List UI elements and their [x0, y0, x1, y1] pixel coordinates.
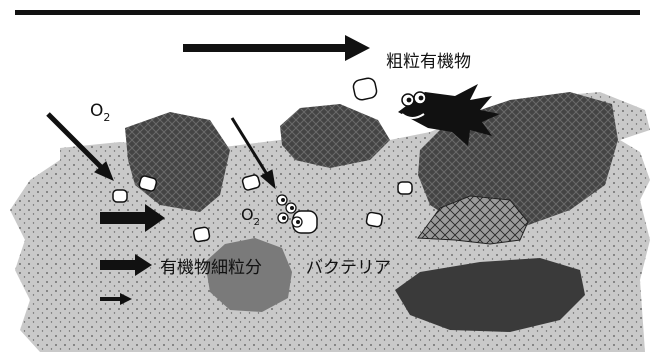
label-oxygen-upper: O2	[90, 101, 110, 124]
bacteria-icon	[276, 194, 303, 228]
label-fine-organic: 有機物細粒分	[160, 258, 262, 278]
coarse-particle	[395, 258, 585, 332]
flow-arrow-icon	[100, 35, 370, 305]
fish-icon	[398, 84, 500, 146]
fine-particle	[205, 238, 292, 312]
coarse-particle	[280, 104, 390, 168]
oxygen-arrow-icon	[46, 112, 276, 190]
label-bacteria: バクテリア	[306, 258, 391, 278]
net-fragment	[417, 195, 529, 245]
label-oxygen-lower: O2	[241, 205, 260, 228]
surface-line	[15, 10, 640, 15]
bubble-group	[112, 77, 413, 243]
label-coarse-organic: 粗粒有機物	[386, 52, 471, 72]
